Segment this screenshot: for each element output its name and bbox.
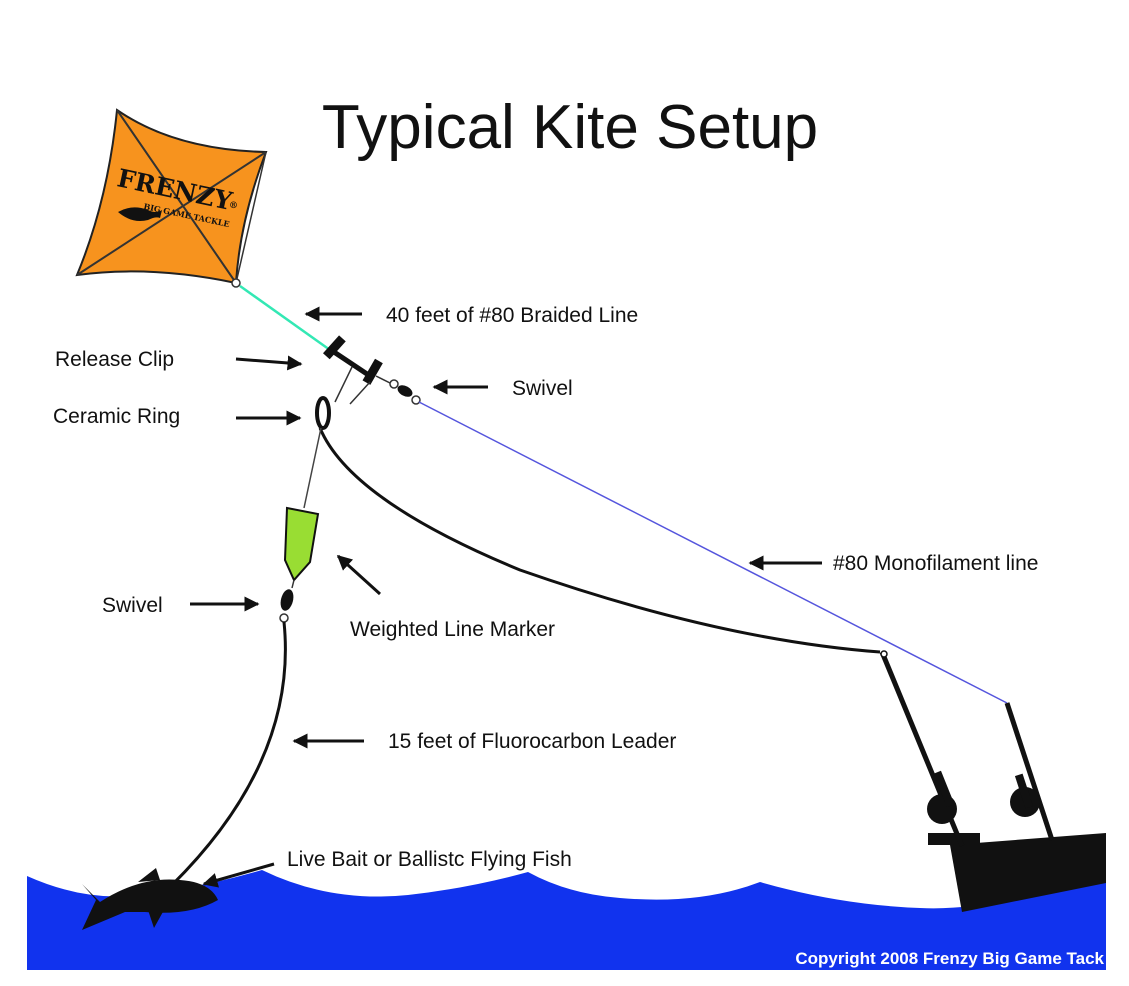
kite: FRENZY ® BIG GAME TACKLE	[75, 108, 268, 288]
page-title: Typical Kite Setup	[322, 93, 818, 162]
label-mono-line: #80 Monofilament line	[833, 552, 1038, 575]
kite-registered-mark: ®	[229, 201, 238, 211]
bottom-swivel-icon	[279, 589, 294, 623]
fluorocarbon-leader	[170, 621, 287, 887]
kite-bridle	[116, 109, 267, 284]
main-line	[318, 427, 881, 654]
label-bottom-swivel: Swivel	[102, 594, 163, 617]
marker-drop-line	[303, 427, 322, 509]
fish-logo-icon	[118, 207, 162, 221]
label-ceramic-ring: Ceramic Ring	[53, 405, 180, 428]
ceramic-ring	[315, 396, 331, 430]
label-top-swivel: Swivel	[512, 377, 573, 400]
marker-link	[291, 579, 295, 589]
label-bait: Live Bait or Ballistc Flying Fish	[287, 848, 572, 871]
release-clip	[322, 335, 383, 405]
boat	[879, 650, 1106, 912]
label-braided-line: 40 feet of #80 Braided Line	[386, 304, 638, 327]
fishing-rod-right	[1004, 702, 1055, 841]
braided-line	[239, 284, 331, 352]
top-swivel-icon	[375, 375, 421, 405]
label-weighted-marker: Weighted Line Marker	[350, 618, 555, 641]
reel-left-icon	[927, 794, 957, 824]
water	[27, 868, 1106, 970]
weighted-line-marker	[283, 506, 320, 582]
arrow-release-clip	[235, 355, 303, 371]
arrow-weighted-marker	[336, 554, 382, 596]
monofilament-line	[418, 401, 1008, 704]
arrow-bait	[202, 862, 275, 888]
label-leader: 15 feet of Fluorocarbon Leader	[388, 730, 676, 753]
copyright-text: Copyright 2008 Frenzy Big Game Tack	[795, 949, 1104, 968]
label-release-clip: Release Clip	[55, 348, 174, 371]
kite-connector	[231, 278, 241, 288]
bait-fish-icon	[82, 868, 218, 930]
